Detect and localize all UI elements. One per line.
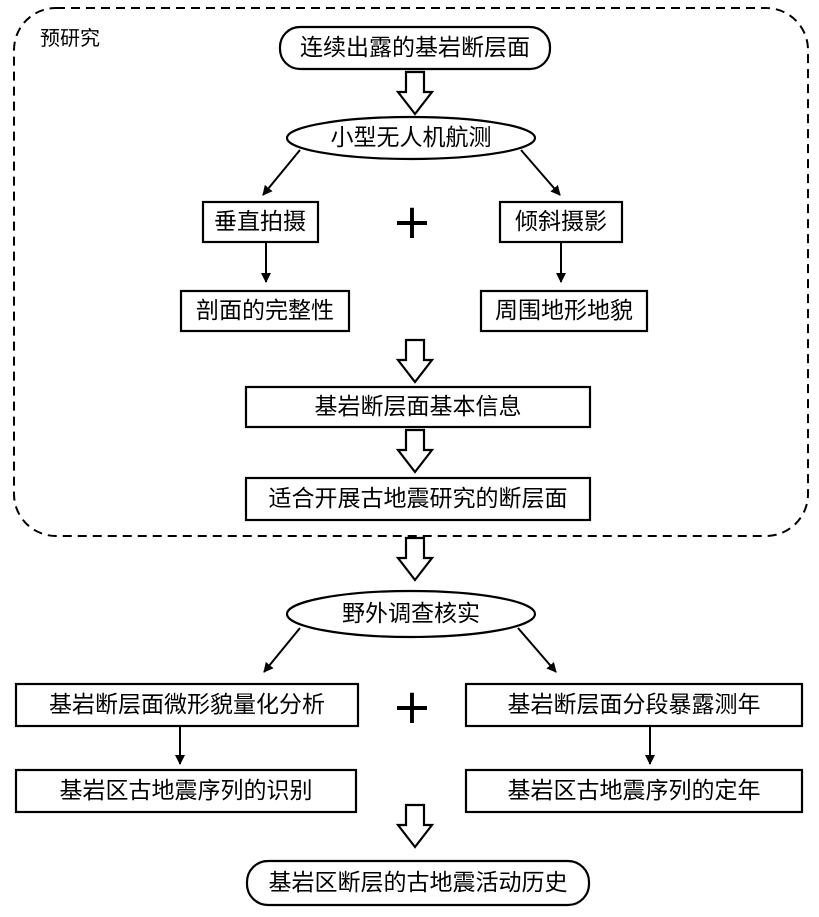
node-basic-info-label: 基岩断层面基本信息 xyxy=(315,394,522,420)
node-surrounding-landform: 周围地形地貌 xyxy=(479,289,649,333)
arrow-uav-to-vertical xyxy=(262,149,301,196)
pre-research-label: 预研究 xyxy=(40,26,100,50)
hollow-arrow-4 xyxy=(395,536,435,582)
node-oblique-photo: 倾斜摄影 xyxy=(498,200,624,244)
hollow-arrow-2 xyxy=(395,338,435,384)
node-segment-dating: 基岩断层面分段暴露测年 xyxy=(464,682,804,728)
node-sequence-dating-label: 基岩区古地震序列的定年 xyxy=(508,778,761,804)
hollow-arrow-1 xyxy=(395,70,435,116)
node-sequence-identify-label: 基岩区古地震序列的识别 xyxy=(60,778,313,804)
arrow-field-to-micro xyxy=(263,627,301,673)
pre-research-region: 预研究 xyxy=(13,7,809,537)
node-basic-info: 基岩断层面基本信息 xyxy=(244,385,592,429)
node-bedrock-exposure-label: 连续出露的基岩断层面 xyxy=(300,35,530,61)
node-uav-survey: 小型无人机航测 xyxy=(285,115,537,161)
arrow-field-to-dating xyxy=(517,627,557,673)
node-history-label: 基岩区断层的古地震活动历史 xyxy=(269,870,568,896)
node-sequence-dating: 基岩区古地震序列的定年 xyxy=(464,768,804,814)
plus-operator-top: + xyxy=(392,194,432,250)
node-segment-dating-label: 基岩断层面分段暴露测年 xyxy=(508,692,761,718)
node-sequence-identify: 基岩区古地震序列的识别 xyxy=(14,768,358,814)
hollow-arrow-5 xyxy=(395,803,435,849)
node-bedrock-exposure: 连续出露的基岩断层面 xyxy=(278,25,552,71)
node-uav-survey-label: 小型无人机航测 xyxy=(331,125,492,151)
node-suitable-surface: 适合开展古地震研究的断层面 xyxy=(244,476,592,522)
node-surrounding-landform-label: 周围地形地貌 xyxy=(495,298,633,324)
node-profile-integrity-label: 剖面的完整性 xyxy=(196,298,334,324)
node-micro-quantify: 基岩断层面微形貌量化分析 xyxy=(14,682,360,728)
arrow-uav-to-oblique xyxy=(520,149,561,196)
hollow-arrow-3 xyxy=(395,428,435,474)
node-micro-quantify-label: 基岩断层面微形貌量化分析 xyxy=(49,692,325,718)
node-profile-integrity: 剖面的完整性 xyxy=(179,289,351,333)
node-suitable-surface-label: 适合开展古地震研究的断层面 xyxy=(269,486,568,512)
node-vertical-shot: 垂直拍摄 xyxy=(201,200,320,244)
node-history: 基岩区断层的古地震活动历史 xyxy=(245,859,591,907)
plus-operator-bottom: + xyxy=(392,679,432,735)
node-vertical-shot-label: 垂直拍摄 xyxy=(214,209,306,235)
node-oblique-photo-label: 倾斜摄影 xyxy=(515,209,607,235)
node-field-verification: 野外调查核实 xyxy=(285,589,537,639)
node-field-verification-label: 野外调查核实 xyxy=(342,601,480,627)
